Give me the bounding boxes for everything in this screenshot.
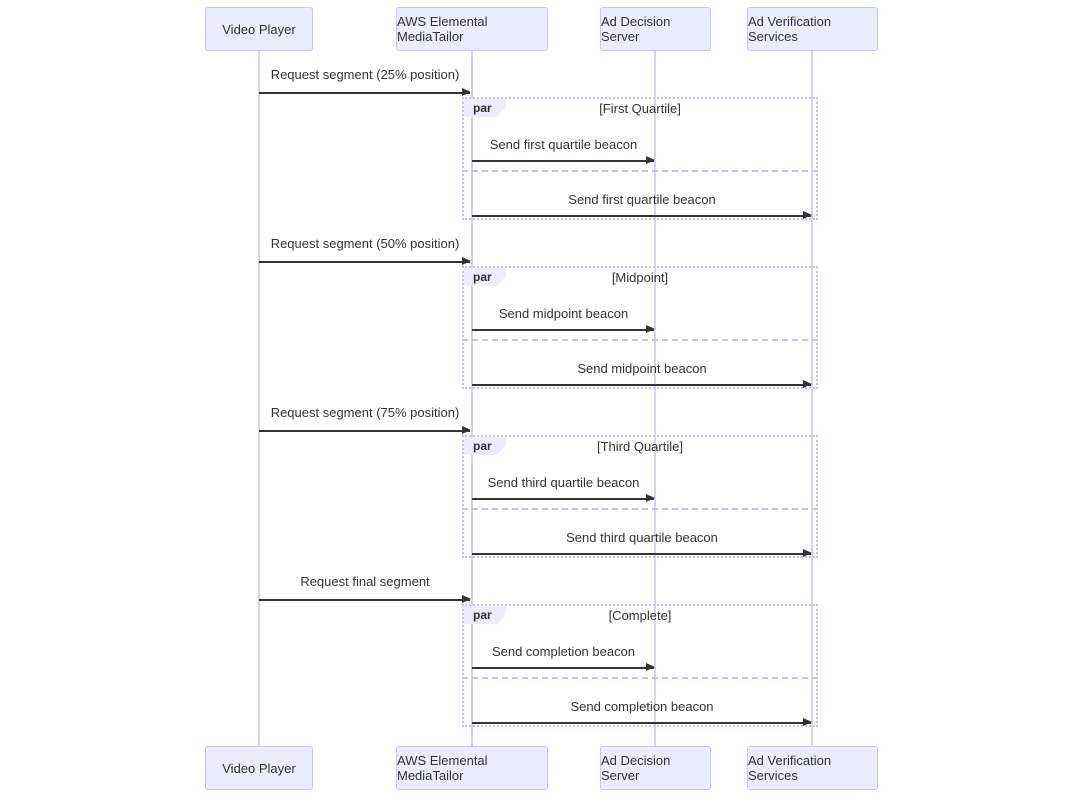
message-arrow [472, 494, 655, 502]
message-arrow [472, 663, 655, 671]
arrowhead-icon [462, 595, 471, 603]
message-arrow [259, 88, 471, 96]
par-operator-tab: par [464, 268, 506, 286]
participant-top-ad-verification-services: Ad Verification Services [747, 7, 878, 51]
participant-label: Video Player [222, 21, 296, 37]
par-block-complete: par [Complete] Send completion beacon Se… [462, 604, 818, 727]
message-arrow [259, 595, 471, 603]
par-block-third-quartile: par [Third Quartile] Send third quartile… [462, 435, 818, 558]
par-operator-tab: par [464, 99, 506, 117]
lifeline-video-player [258, 51, 260, 746]
message-label: Send midpoint beacon [498, 306, 629, 321]
lifeline-ad-decision-server [654, 51, 656, 746]
par-section-divider [462, 339, 818, 341]
arrowhead-icon [646, 494, 655, 502]
par-block-midpoint: par [Midpoint] Send midpoint beacon Send… [462, 266, 818, 389]
message-arrow [472, 156, 655, 164]
message-label-request-25: Request segment (25% position) [270, 67, 460, 82]
arrowhead-icon [803, 211, 812, 219]
arrowhead-icon [646, 663, 655, 671]
arrowhead-icon [803, 380, 812, 388]
message-label: Send first quartile beacon [489, 137, 638, 152]
participant-label: Ad Decision Server [601, 753, 671, 783]
participant-top-ad-decision-server: Ad Decision Server [600, 7, 711, 51]
par-section-divider [462, 170, 818, 172]
message-arrow [472, 211, 812, 219]
participant-bottom-ad-decision-server: Ad Decision Server [600, 746, 711, 790]
message-label: Send completion beacon [570, 699, 714, 714]
message-label-request-final: Request final segment [300, 574, 430, 589]
lifeline-mediatailor [471, 51, 473, 746]
par-condition-label: [Midpoint] [611, 270, 669, 285]
message-label: Send midpoint beacon [577, 361, 707, 376]
par-operator-tab: par [464, 606, 506, 624]
message-label: Send third quartile beacon [487, 475, 640, 490]
par-section-divider [462, 677, 818, 679]
par-operator-tab: par [464, 437, 506, 455]
message-label-request-75: Request segment (75% position) [270, 405, 460, 420]
participant-top-video-player: Video Player [205, 7, 313, 51]
arrowhead-icon [462, 257, 471, 265]
participant-top-mediatailor: AWS Elemental MediaTailor [396, 7, 548, 51]
participant-bottom-ad-verification-services: Ad Verification Services [747, 746, 878, 790]
participant-label: Video Player [222, 760, 296, 776]
message-label-request-50: Request segment (50% position) [270, 236, 460, 251]
participant-bottom-video-player: Video Player [205, 746, 313, 790]
arrowhead-icon [646, 156, 655, 164]
message-arrow [259, 426, 471, 434]
participant-label: AWS Elemental MediaTailor [397, 14, 488, 44]
par-condition-label: [Third Quartile] [597, 439, 683, 454]
par-block-first-quartile: par [First Quartile] Send first quartile… [462, 97, 818, 220]
message-arrow [472, 718, 812, 726]
message-arrow [472, 549, 812, 557]
participant-label: Ad Decision Server [601, 14, 671, 44]
message-label: Send completion beacon [491, 644, 636, 659]
message-arrow [472, 380, 812, 388]
message-arrow [259, 257, 471, 265]
message-label: Send third quartile beacon [566, 530, 718, 545]
participant-label: AWS Elemental MediaTailor [397, 753, 488, 783]
participant-bottom-mediatailor: AWS Elemental MediaTailor [396, 746, 548, 790]
par-section-divider [462, 508, 818, 510]
arrowhead-icon [462, 88, 471, 96]
lifeline-ad-verification-services [811, 51, 813, 746]
arrowhead-icon [803, 718, 812, 726]
arrowhead-icon [646, 325, 655, 333]
message-label: Send first quartile beacon [568, 192, 716, 207]
par-condition-label: [First Quartile] [599, 101, 681, 116]
par-condition-label: [Complete] [608, 608, 672, 623]
participant-label: Ad Verification Services [748, 753, 832, 783]
participant-label: Ad Verification Services [748, 14, 832, 44]
arrowhead-icon [803, 549, 812, 557]
message-arrow [472, 325, 655, 333]
arrowhead-icon [462, 426, 471, 434]
